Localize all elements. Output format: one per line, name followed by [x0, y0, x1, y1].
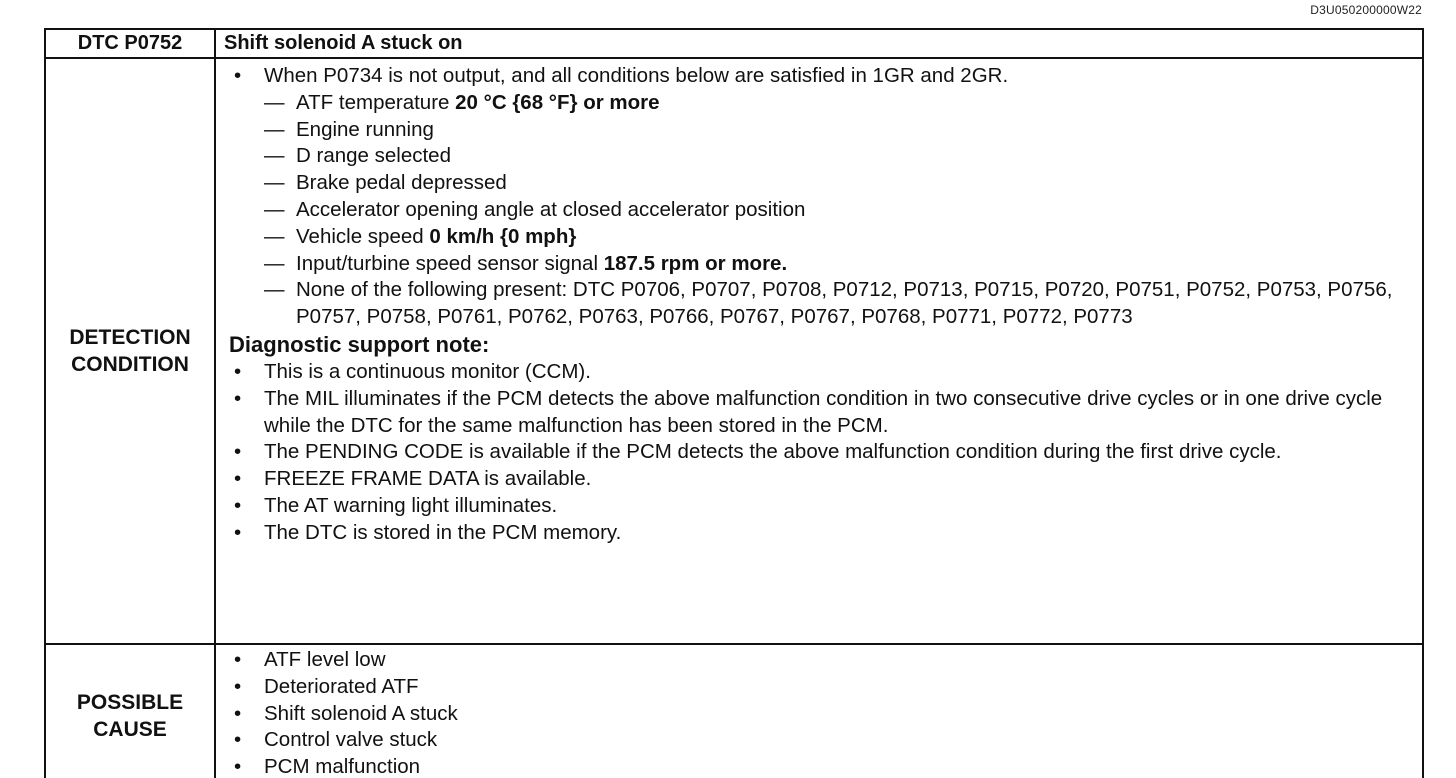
- support-note-item: The DTC is stored in the PCM memory.: [226, 520, 1414, 547]
- header-row: DTC P0752 Shift solenoid A stuck on: [44, 28, 1424, 59]
- condition-value: 0 km/h {0 mph}: [429, 224, 577, 248]
- possible-cause-content: ATF level low Deteriorated ATF Shift sol…: [214, 643, 1424, 778]
- condition-text: ATF temperature: [296, 90, 456, 114]
- cause-item: Control valve stuck: [226, 727, 1414, 754]
- condition-item: Vehicle speed 0 km/h {0 mph}: [264, 224, 1414, 251]
- condition-item: D range selected: [264, 143, 1414, 170]
- cause-item: Shift solenoid A stuck: [226, 701, 1414, 728]
- condition-text: Engine running: [296, 117, 434, 141]
- support-note-title: Diagnostic support note:: [229, 331, 490, 357]
- cause-item: ATF level low: [226, 647, 1414, 674]
- dtc-table: DTC P0752 Shift solenoid A stuck on DETE…: [44, 28, 1424, 778]
- support-note-item: This is a continuous monitor (CCM).: [226, 359, 1414, 386]
- support-note-item: FREEZE FRAME DATA is available.: [226, 466, 1414, 493]
- condition-text: Vehicle speed: [296, 224, 430, 248]
- condition-item: Brake pedal depressed: [264, 170, 1414, 197]
- condition-text: Accelerator opening angle at closed acce…: [296, 197, 806, 221]
- detection-label-line1: DETECTION: [69, 326, 191, 349]
- condition-text: Brake pedal depressed: [296, 171, 507, 195]
- condition-text: D range selected: [296, 144, 451, 168]
- possible-cause-row: POSSIBLE CAUSE ATF level low Deteriorate…: [44, 643, 1424, 778]
- condition-item: Engine running: [264, 117, 1414, 144]
- possible-cause-list: ATF level low Deteriorated ATF Shift sol…: [226, 647, 1414, 778]
- detection-content: When P0734 is not output, and all condit…: [214, 57, 1424, 645]
- cause-item: PCM malfunction: [226, 754, 1414, 778]
- cause-item: Deteriorated ATF: [226, 674, 1414, 701]
- condition-value: 187.5 rpm or more.: [603, 251, 788, 275]
- support-note-item: The MIL illuminates if the PCM detects t…: [226, 386, 1414, 440]
- condition-text: None of the following present: DTC P0706…: [296, 278, 1393, 329]
- condition-item: Accelerator opening angle at closed acce…: [264, 197, 1414, 224]
- detection-intro: When P0734 is not output, and all condit…: [226, 63, 1414, 90]
- detection-label-line2: CONDITION: [71, 353, 189, 376]
- condition-item: None of the following present: DTC P0706…: [264, 277, 1414, 331]
- possible-cause-label-line1: POSSIBLE: [76, 690, 184, 714]
- possible-cause-label-line2: CAUSE: [93, 717, 167, 741]
- document-code: D3U050200000W22: [1310, 3, 1422, 17]
- condition-item: ATF temperature 20 °C {68 °F} or more: [264, 90, 1414, 117]
- dtc-title: Shift solenoid A stuck on: [214, 28, 1424, 59]
- condition-item: Input/turbine speed sensor signal 187.5 …: [264, 251, 1414, 278]
- possible-cause-label: POSSIBLE CAUSE: [44, 643, 216, 778]
- support-note-item: The AT warning light illuminates.: [226, 493, 1414, 520]
- condition-value: 20 °C {68 °F} or more: [455, 90, 660, 114]
- support-note-list: This is a continuous monitor (CCM). The …: [226, 359, 1414, 547]
- condition-text: Input/turbine speed sensor signal: [296, 251, 604, 275]
- detection-intro-text: When P0734 is not output, and all condit…: [264, 64, 1009, 87]
- dtc-code: DTC P0752: [44, 28, 216, 59]
- detection-label: DETECTION CONDITION: [44, 57, 216, 645]
- detection-row: DETECTION CONDITION When P0734 is not ou…: [44, 57, 1424, 645]
- support-note-item: The PENDING CODE is available if the PCM…: [226, 439, 1414, 466]
- condition-list: ATF temperature 20 °C {68 °F} or more En…: [226, 90, 1414, 331]
